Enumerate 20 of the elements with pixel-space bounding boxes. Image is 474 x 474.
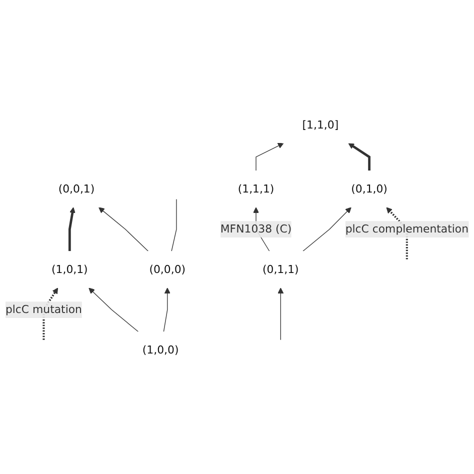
edge-label: plcC complementation (345, 222, 469, 235)
connector (171, 198, 177, 251)
node-text: (0,1,0) (351, 182, 388, 195)
node-text: (0,1,1) (262, 262, 299, 276)
node-text: (1,0,1) (52, 262, 88, 276)
node-text: [1,1,0] (302, 118, 339, 131)
arrow (88, 287, 139, 332)
arrow (278, 287, 284, 340)
edge-label: plcC mutation (5, 302, 82, 316)
arrow (348, 142, 370, 170)
arrow (256, 142, 284, 170)
arrow (302, 206, 352, 251)
node-text: (1,0,0) (142, 342, 179, 356)
node-text: (0,0,1) (58, 182, 95, 195)
node-text: (0,0,0) (149, 262, 186, 276)
arrow (98, 206, 148, 251)
node-text: (1,1,1) (238, 182, 274, 195)
arrow (68, 206, 76, 251)
arrow (163, 287, 170, 332)
edge-label: MFN1038 (C) (220, 222, 292, 235)
